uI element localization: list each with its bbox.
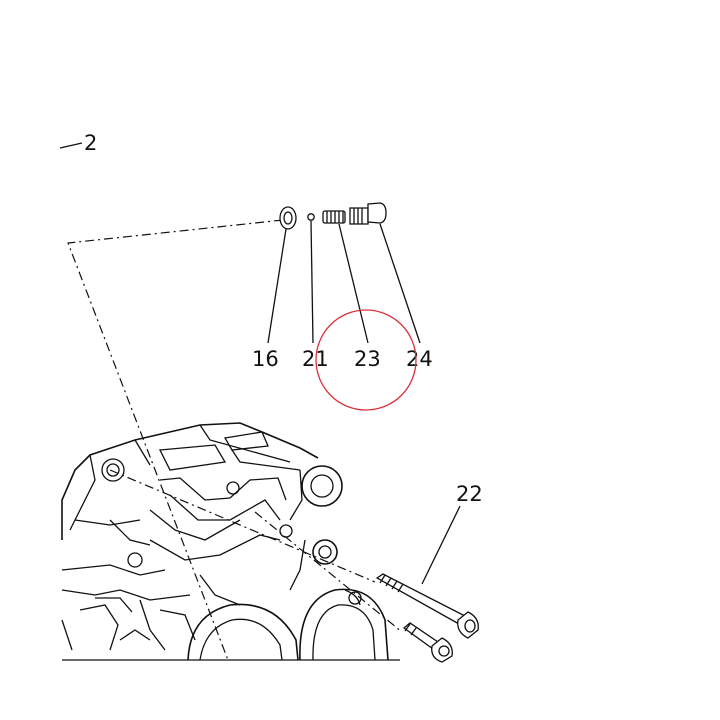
callout-label-24: 24 [406,347,433,371]
leader-line-24 [379,223,421,344]
callout-2: 2 [59,131,97,155]
part-22-long-bolt [375,573,479,639]
leader-line-23 [338,223,369,344]
leader-line-2 [59,142,83,149]
part-21-ball [307,213,315,221]
callout-label-22: 22 [456,482,483,506]
gearbox-housing [61,422,400,661]
part-24-plug-screw [349,202,387,225]
leader-lines-row [267,220,421,344]
axis-line-washer [67,219,284,661]
axis-line-lower-bolt [254,511,403,633]
callout-22: 22 [421,482,483,585]
leader-line-22 [421,505,461,585]
callout-label-23: 23 [354,347,381,371]
assembly-axis-lines [67,219,403,661]
part-22-short-bolt [402,622,453,663]
highlight-circle [315,309,417,411]
callout-label-2: 2 [84,131,97,155]
leader-line-21 [310,220,314,344]
callout-label-16: 16 [252,347,279,371]
leader-line-16 [267,228,287,344]
part-16-washer [279,206,297,230]
part-23-spring [322,210,346,224]
